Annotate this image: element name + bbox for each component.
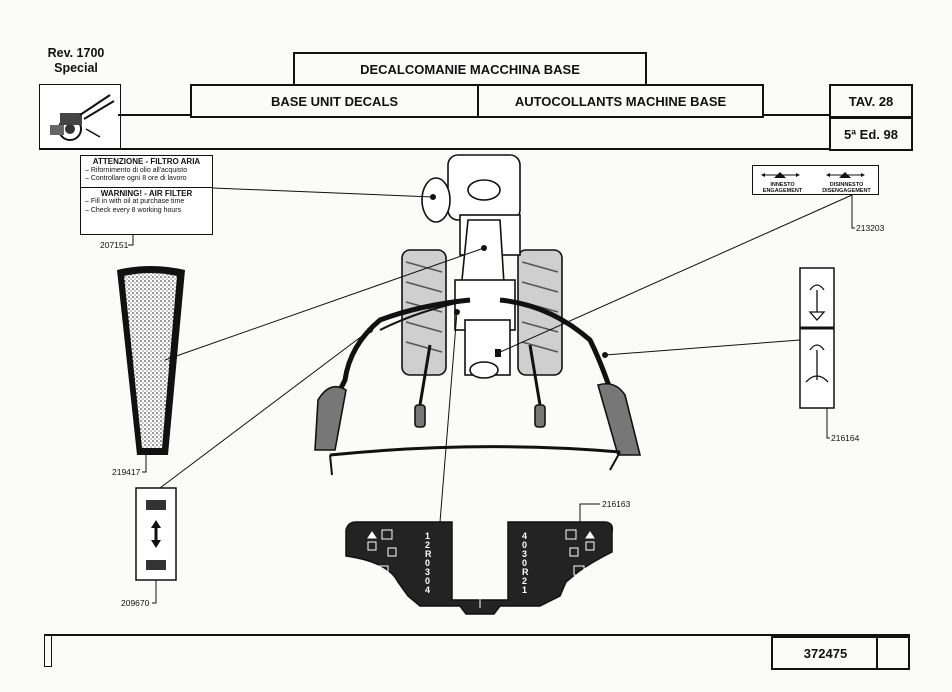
gear-left-2: 2 [425,540,431,550]
gear-left-1: 1 [425,531,431,541]
gear-left-6: 0 [425,576,431,586]
warning-line-en-2: – Check every 8 working hours [85,206,182,214]
gear-labels-left: 1 2 R 0 3 0 4 [425,532,449,595]
gear-left-5: 3 [425,567,431,577]
warning-title-en: WARNING! - AIR FILTER [100,188,193,198]
part-number-207151: 207151 [100,240,129,250]
gear-labels-right: 4 0 3 0 R 2 1 [522,532,546,595]
model-label: Special [54,61,98,75]
warning-line-en-1: – Fill in with oil at purchase time [85,198,185,205]
gear-left-3: R [425,549,432,559]
lever-decal-216164 [799,267,835,409]
table-number: TAV. 28 [848,93,894,109]
title-english-text: BASE UNIT DECALS [270,93,399,109]
warning-line-it-1: – Rifornimento di olio all'acquisto [85,166,188,174]
gear-right-3: 3 [522,549,528,559]
title-french-text: AUTOCOLLANTS MACHINE BASE [514,93,727,109]
title-french: AUTOCOLLANTS MACHINE BASE [477,84,764,118]
revision-label: Rev. 1700 [47,46,105,60]
disengagement-label: DISINNESTO DISENGAGEMENT [822,182,871,194]
gear-right-5: R [522,567,529,577]
part-number-219417: 219417 [112,467,141,477]
warning-title-it: ATTENZIONE - FILTRO ARIA [92,157,201,166]
edition-label: 5ª Ed. 98 [844,126,898,142]
title-english: BASE UNIT DECALS [190,84,479,118]
footer-left-mark [44,634,52,667]
warning-line-it-2: – Controllare ogni 8 ore di lavoro [85,175,187,182]
gear-right-4: 0 [522,558,528,568]
gear-right-2: 0 [522,540,528,550]
title-italian-text: DECALCOMANIE MACCHINA BASE [360,62,580,77]
control-panel-decal-216163 [345,521,614,615]
part-number-213203: 213203 [856,223,885,233]
engagement-label: INNESTO ENGAGEMENT [762,182,803,194]
gear-right-6: 2 [522,576,528,586]
footer-code-box: 372475 [771,636,880,670]
machine-thumbnail [39,84,121,150]
engagement-decal: INNESTO ENGAGEMENT DISINNESTO DISENGAGEM… [752,165,879,195]
footer-rule [44,634,910,636]
document-code: 372475 [803,645,848,661]
part-number-216163: 216163 [602,499,631,509]
gear-left-7: 4 [425,585,431,595]
part-number-216164: 216164 [831,433,860,443]
footer-end-box [876,636,910,670]
air-filter-warning-decal: ATTENZIONE - FILTRO ARIA – Rifornimento … [80,155,213,235]
revision-block: Rev. 1700 Special [36,46,116,76]
gear-right-1: 4 [522,531,528,541]
gear-left-4: 0 [425,558,431,568]
part-number-209670: 209670 [121,598,150,608]
edition-box: 5ª Ed. 98 [829,117,913,151]
title-italian: DECALCOMANIE MACCHINA BASE [293,52,647,87]
gear-right-7: 1 [522,585,528,595]
